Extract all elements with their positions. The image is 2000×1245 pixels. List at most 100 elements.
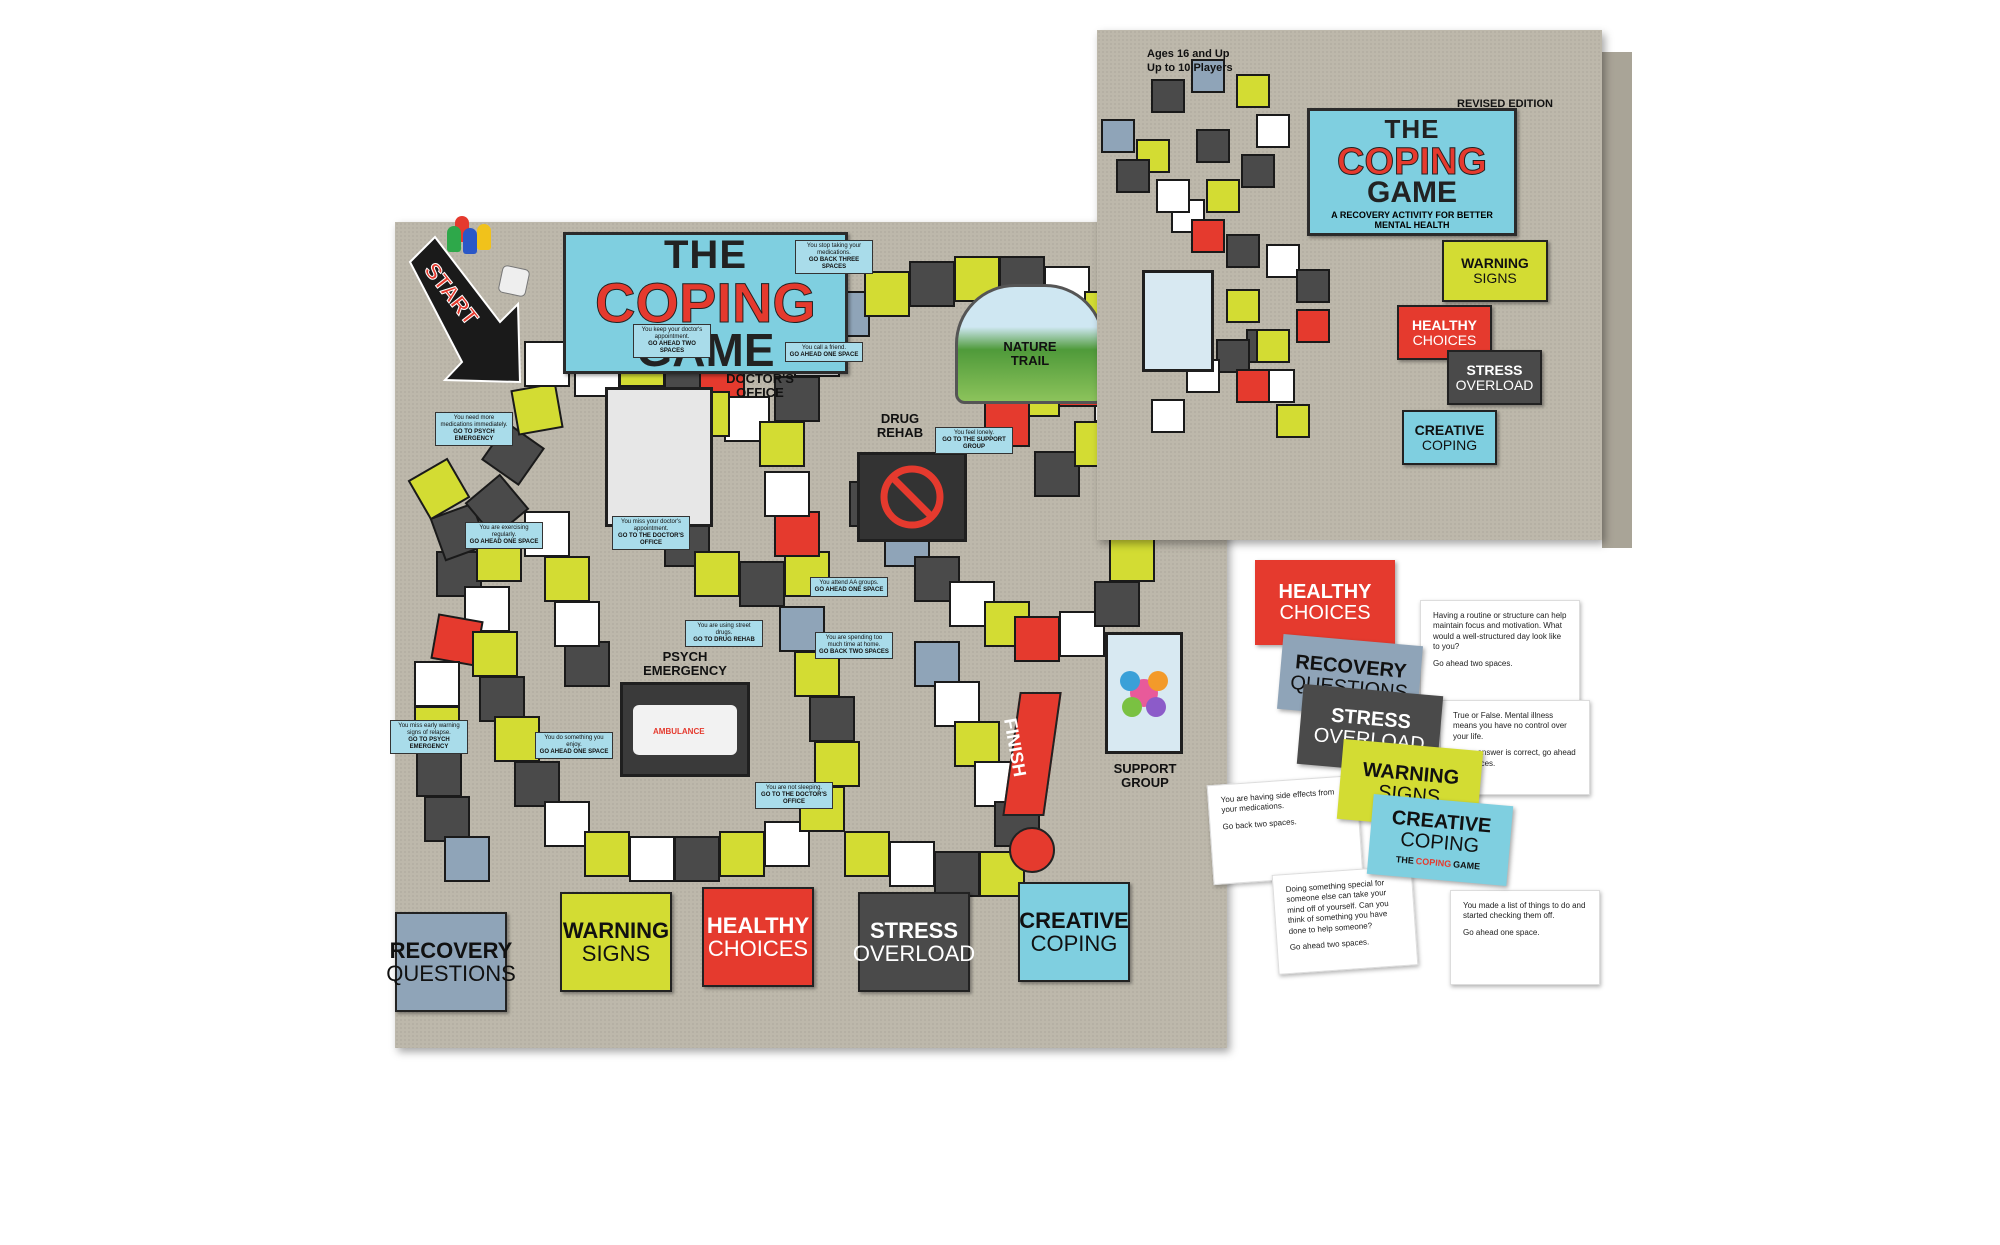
track-space — [909, 261, 955, 307]
deck-sign-line1: STRESS — [869, 917, 959, 943]
box-sign-line1: HEALTHY — [1411, 316, 1478, 333]
note-action: GO AHEAD ONE SPACE — [789, 351, 859, 358]
track-space — [934, 851, 980, 897]
track-space — [1191, 219, 1225, 253]
board-note: You attend AA groups.GO AHEAD ONE SPACE — [810, 577, 888, 597]
track-space — [1034, 451, 1080, 497]
note-action: GO AHEAD ONE SPACE — [469, 538, 539, 545]
box-sign-line2: OVERLOAD — [1455, 376, 1534, 393]
card-body: You made a list of things to do and star… — [1463, 901, 1586, 921]
board-note: You call a friend.GO AHEAD ONE SPACE — [785, 342, 863, 362]
note-text: You need more medications immediately. — [440, 415, 508, 428]
text-card: Doing something special for someone else… — [1271, 865, 1419, 975]
deck-sign-line2: COPING — [1030, 931, 1118, 956]
deck-card-line2: COPING — [1399, 828, 1481, 858]
note-text: You are using street drugs. — [697, 623, 751, 636]
box-path — [1101, 59, 1330, 438]
track-space — [494, 716, 540, 762]
note-action: GO TO PSYCH EMERGENCY — [453, 428, 495, 442]
track-space — [416, 751, 462, 797]
box-subtitle: A RECOVERY ACTIVITY FOR BETTER MENTAL HE… — [1331, 209, 1493, 230]
note-action: GO BACK THREE SPACES — [808, 256, 860, 270]
track-space — [1191, 59, 1225, 93]
deck-sign-line1: RECOVERY — [389, 937, 513, 963]
track-space — [1241, 154, 1275, 188]
deck-card-line1: HEALTHY — [1278, 580, 1372, 603]
text-card: Having a routine or structure can help m… — [1420, 600, 1580, 710]
note-action: GO TO PSYCH EMERGENCY — [408, 736, 450, 750]
track-space — [1196, 129, 1230, 163]
drug-rehab-label: DRUG REHAB — [876, 411, 924, 441]
track-space — [564, 641, 610, 687]
box-sign-line1: WARNING — [1461, 255, 1529, 272]
pawn-yellow — [477, 224, 491, 250]
track-space — [1216, 339, 1250, 373]
drug-rehab-picture — [857, 452, 967, 542]
track-space — [544, 556, 590, 602]
support-group-label: SUPPORT GROUP — [1113, 761, 1177, 791]
board-note: You are not sleeping.GO TO THE DOCTOR'S … — [755, 782, 833, 809]
track-space — [844, 831, 890, 877]
doctors-office-picture — [605, 387, 713, 527]
note-text: You miss your doctor's appointment. — [621, 519, 681, 532]
board-title-the: THE — [664, 233, 747, 278]
track-space — [1296, 309, 1330, 343]
psych-emergency-label: PSYCH EMERGENCY — [643, 649, 727, 679]
box-ages: Ages 16 and Up — [1147, 48, 1230, 60]
track-space — [759, 421, 805, 467]
deck-sign-line2: SIGNS — [581, 941, 651, 966]
track-space — [774, 376, 820, 422]
track-space — [914, 641, 960, 687]
ambulance-text: AMBULANCE — [653, 727, 705, 736]
box-edition: REVISED EDITION — [1457, 98, 1553, 110]
doctors-office-label: DOCTOR'S OFFICE — [726, 371, 794, 401]
track-space — [424, 796, 470, 842]
track-space — [1101, 119, 1135, 153]
track-space — [889, 841, 935, 887]
card-body: You are having side effects from your me… — [1220, 787, 1335, 815]
card-body: Having a routine or structure can help m… — [1433, 611, 1567, 652]
board-title-coping: COPING — [595, 271, 817, 335]
box-sign-line2: SIGNS — [1473, 270, 1517, 286]
track-space — [1206, 179, 1240, 213]
box-side — [1602, 52, 1632, 548]
track-space — [1226, 234, 1260, 268]
deck-sign-line2: QUESTIONS — [386, 961, 516, 986]
box-sign-line1: CREATIVE — [1414, 421, 1485, 438]
note-text: You stop taking your medications. — [806, 243, 862, 256]
box-title-the: THE — [1384, 114, 1440, 145]
box-players: Up to 10 Players — [1147, 62, 1233, 74]
note-text: You keep your doctor's appointment. — [641, 327, 703, 340]
card-logo-line1: THE — [1395, 854, 1415, 866]
board-note: You are using street drugs.GO TO DRUG RE… — [685, 620, 763, 647]
ambulance-icon: AMBULANCE — [633, 705, 737, 755]
note-action: GO TO THE SUPPORT GROUP — [942, 436, 1006, 450]
track-space — [1226, 289, 1260, 323]
deck-sign-line1: HEALTHY — [706, 912, 810, 938]
track-space — [472, 631, 518, 677]
note-text: You attend AA groups. — [819, 580, 879, 586]
deck-sign-line1: WARNING — [562, 917, 670, 943]
board-note: You need more medications immediately.GO… — [435, 412, 513, 446]
text-card: You made a list of things to do and star… — [1450, 890, 1600, 985]
card-body: True or False. Mental illness means you … — [1453, 711, 1567, 741]
board-note: You are exercising regularly.GO AHEAD ON… — [465, 522, 543, 549]
track-space — [809, 696, 855, 742]
box-support-picture — [1142, 270, 1214, 372]
deck-card-line2: CHOICES — [1279, 601, 1371, 624]
note-action: GO AHEAD TWO SPACES — [648, 340, 696, 354]
track-space — [544, 801, 590, 847]
finish-marker: FINISH — [1000, 692, 1062, 882]
board-note: You keep your doctor's appointment.GO AH… — [633, 324, 711, 358]
track-space — [774, 511, 820, 557]
track-space — [444, 836, 490, 882]
track-space — [674, 836, 720, 882]
deck-sign-line1: CREATIVE — [1019, 907, 1129, 933]
track-space — [814, 741, 860, 787]
